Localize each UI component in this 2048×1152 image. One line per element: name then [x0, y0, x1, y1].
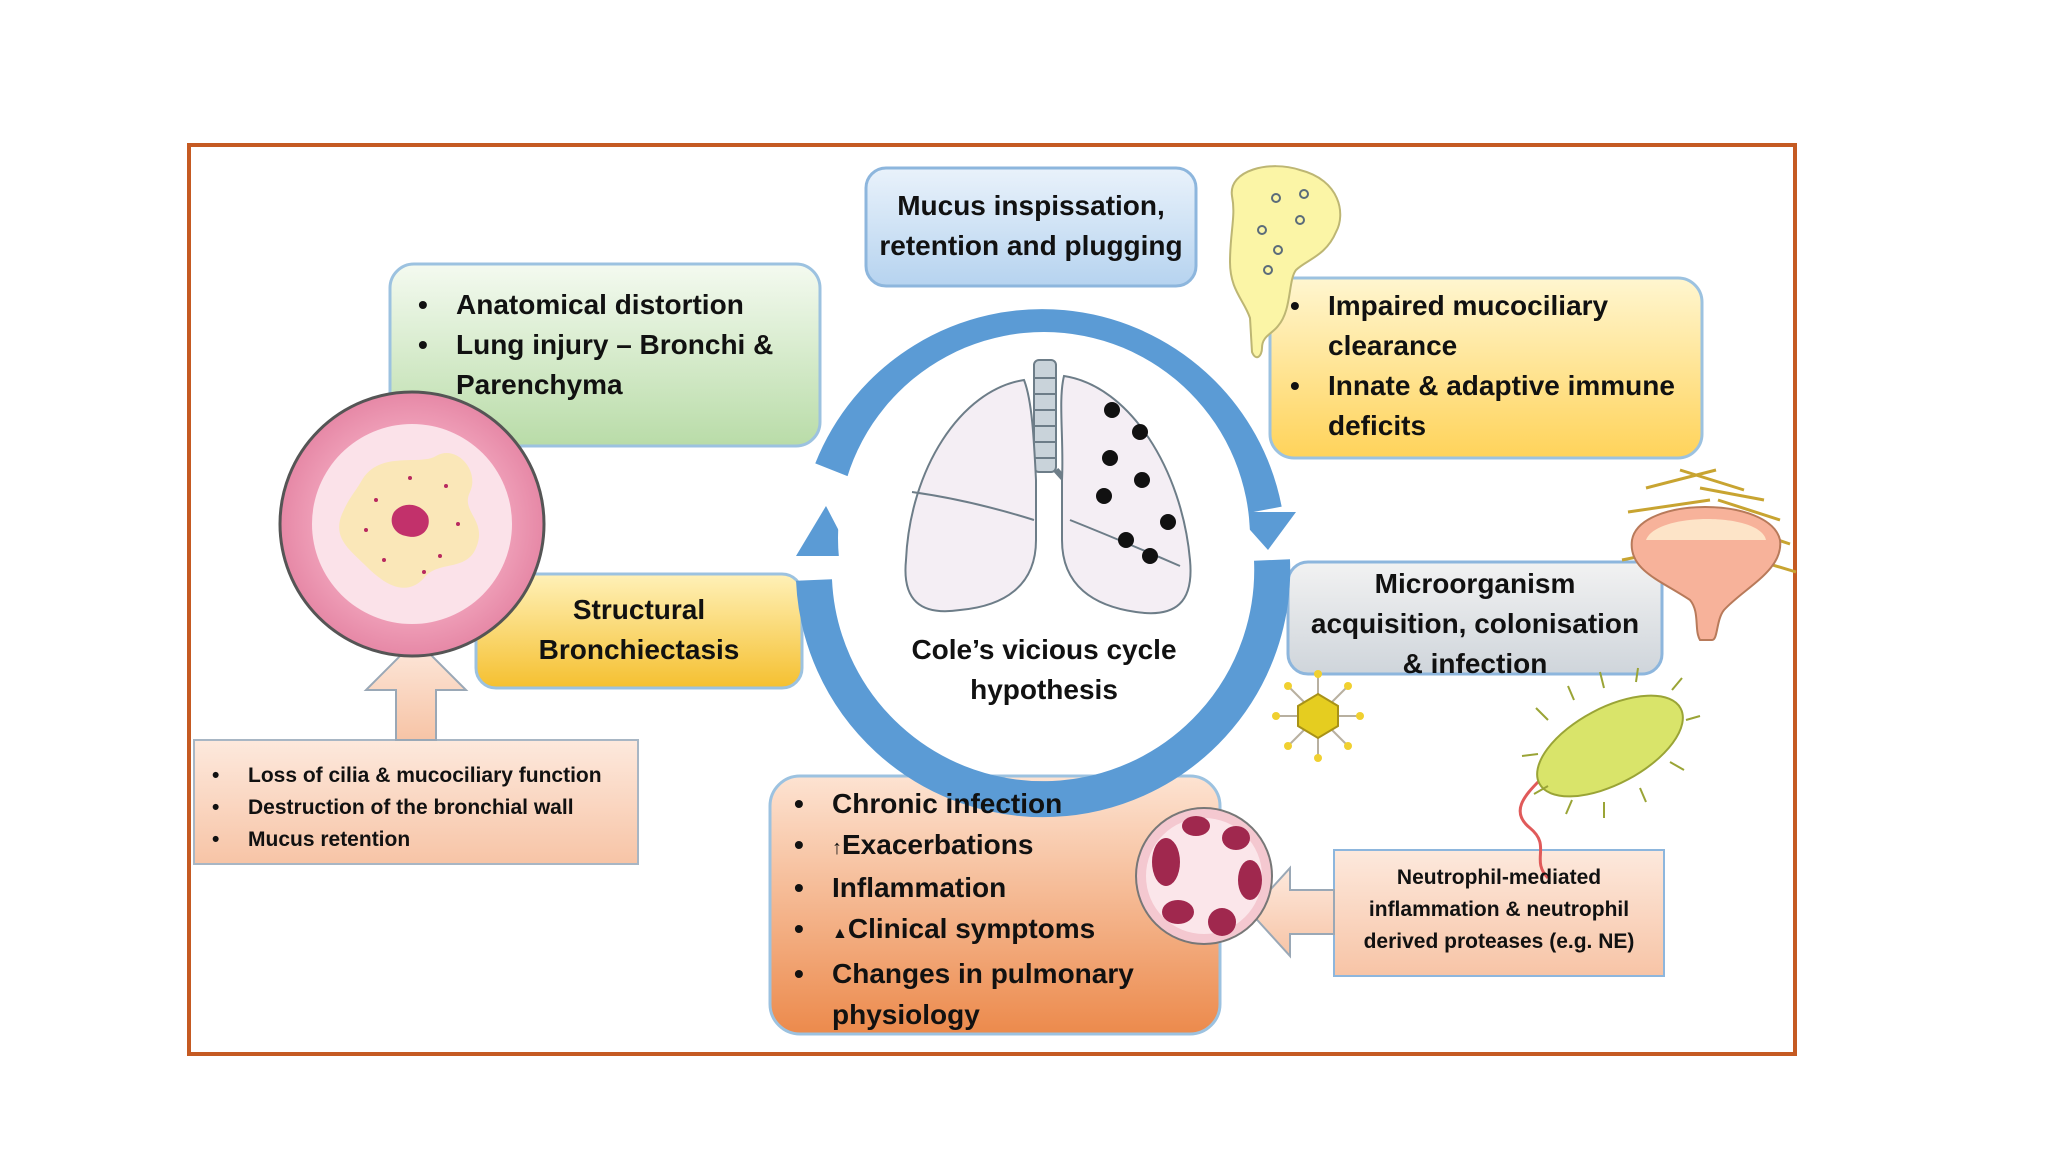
neutrophil-illustration	[1135, 807, 1273, 945]
center-title: Cole’s vicious cycle hypothesis	[884, 630, 1204, 710]
infection-item-4: ▲Clinical symptoms	[786, 909, 1166, 955]
infection-item-4-label: Clinical symptoms	[847, 912, 1096, 944]
virus-illustration	[1272, 670, 1364, 762]
cilia-item-3: Mucus retention	[204, 824, 638, 856]
micro-box-line-3: & infection	[1402, 648, 1548, 679]
micro-box: Microorganism acquisition, colonisation …	[1288, 564, 1662, 684]
increase-arrow-icon: ▲	[832, 924, 848, 942]
mucus-box-bg	[864, 166, 1198, 288]
center-title-line-2: hypothesis	[970, 674, 1118, 705]
immune-box: Impaired mucociliary clearance Innate & …	[1282, 286, 1702, 446]
infection-item-2: ↑Exacerbations	[786, 825, 1166, 869]
immune-item-1: Impaired mucociliary	[1282, 286, 1702, 326]
bacterium-illustration	[1518, 667, 1701, 880]
increase-arrow-icon: ↑	[832, 836, 842, 859]
neutrophil-box-line-1: Neutrophil-mediated	[1396, 866, 1602, 889]
bronchiectasis-line-1: Structural	[572, 594, 706, 625]
diagram-frame	[187, 143, 1797, 1056]
immune-item-2: Innate & adaptive immune	[1282, 366, 1702, 406]
infection-item-5-cont: physiology	[832, 998, 980, 1030]
mucus-blob-illustration	[1228, 165, 1342, 359]
ciliated-cell-illustration	[1621, 468, 1797, 641]
micro-box-line-1: Microorganism	[1374, 568, 1576, 599]
mucus-box-line-2: retention and plugging	[879, 230, 1183, 261]
micro-box-line-2: acquisition, colonisation	[1310, 608, 1640, 639]
infection-box: Chronic infection ↑Exacerbations Inflamm…	[786, 784, 1166, 1035]
infection-item-3: Inflammation	[786, 868, 1166, 909]
lungs-illustration	[904, 359, 1192, 615]
micro-box-bg	[1286, 560, 1664, 676]
bronchiectasis-box: Structural Bronchiectasis	[476, 590, 802, 670]
infection-item-2-label: Exacerbations	[842, 828, 1034, 860]
up-arrow	[363, 638, 469, 741]
neutrophil-box-line-3: derived proteases (e.g. NE)	[1363, 930, 1635, 953]
cycle-arrowhead-left	[796, 506, 852, 556]
bronchiectasis-line-2: Bronchiectasis	[538, 634, 740, 665]
anatomy-item-2: Lung injury – Bronchi &	[410, 325, 820, 365]
bronchus-cross-section-illustration	[278, 390, 546, 658]
mucus-box: Mucus inspissation, retention and pluggi…	[866, 186, 1196, 266]
cilia-box: Loss of cilia & mucociliary function Des…	[204, 760, 638, 856]
mucus-box-line-1: Mucus inspissation,	[897, 190, 1165, 221]
cycle-arrowhead-right	[1234, 512, 1296, 550]
cilia-item-2: Destruction of the bronchial wall	[204, 792, 638, 824]
anatomy-item-1: Anatomical distortion	[410, 285, 820, 325]
immune-item-2-cont: deficits	[1328, 410, 1427, 441]
neutrophil-box-line-2: inflammation & neutrophil	[1368, 898, 1630, 921]
immune-item-1-cont: clearance	[1328, 330, 1458, 361]
neutrophil-box-bg	[1333, 849, 1665, 977]
infection-item-5: Changes in pulmonary	[786, 954, 1166, 995]
center-title-line-1: Cole’s vicious cycle	[911, 634, 1177, 665]
anatomy-item-2-cont: Parenchyma	[456, 369, 623, 400]
cilia-item-1: Loss of cilia & mucociliary function	[204, 760, 638, 792]
anatomy-box: Anatomical distortion Lung injury – Bron…	[410, 285, 820, 405]
infection-item-1: Chronic infection	[786, 784, 1166, 825]
neutrophil-box: Neutrophil-mediated inflammation & neutr…	[1334, 862, 1664, 958]
